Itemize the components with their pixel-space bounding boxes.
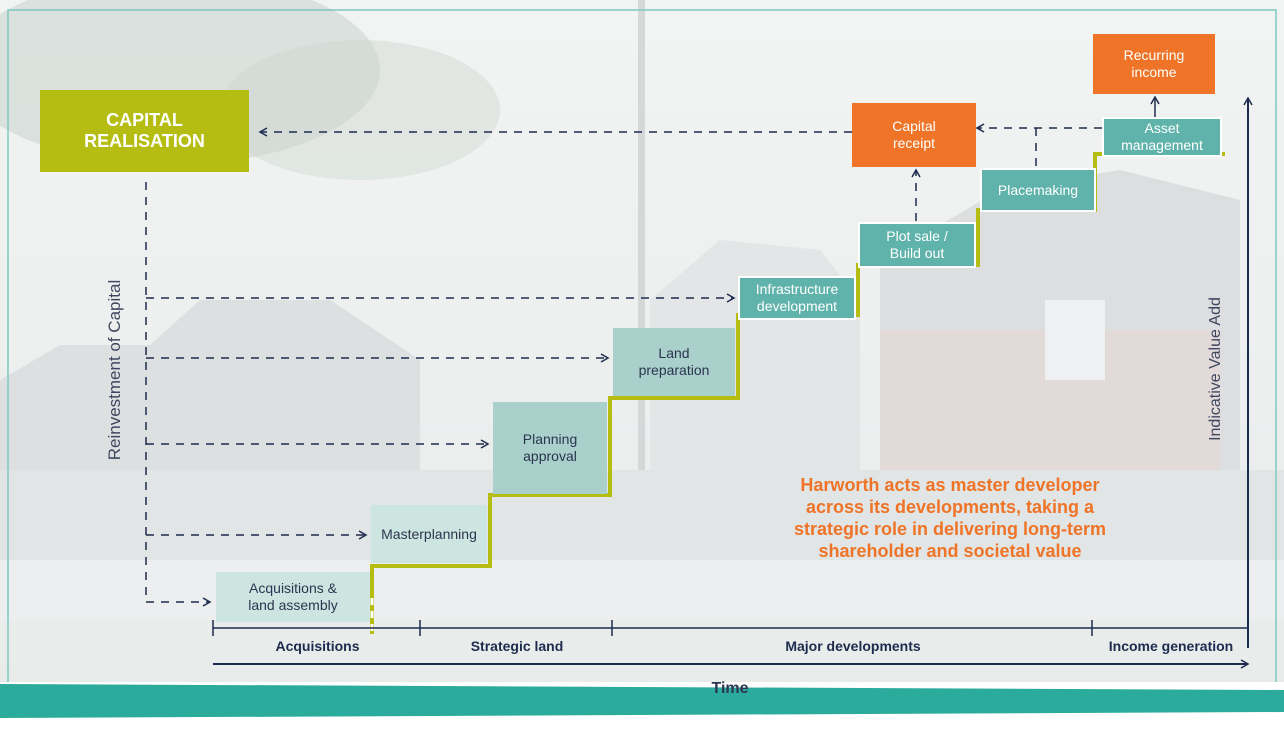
step-land-preparation: Land preparation	[613, 328, 735, 396]
x-axis-label: Time	[711, 680, 749, 697]
y-axis-label: Indicative Value Add	[1207, 297, 1224, 441]
phase-major-developments: Major developments	[785, 638, 921, 654]
step-asset-management: Asset management	[1102, 117, 1222, 157]
capital-receipt-box: Capital receipt	[852, 103, 976, 167]
step-placemaking: Placemaking	[980, 168, 1096, 212]
callout-text: Harworth acts as master developer across…	[793, 475, 1107, 562]
step-acquisitions: Acquisitions & land assembly	[216, 572, 370, 622]
step-infrastructure: Infrastructure development	[738, 276, 856, 320]
step-planning-approval: Planning approval	[493, 402, 607, 494]
recurring-income-box: Recurring income	[1093, 34, 1215, 94]
reinvestment-label: Reinvestment of Capital	[105, 279, 124, 461]
phase-acquisitions: Acquisitions	[275, 638, 360, 654]
capital-realisation-box: CAPITAL REALISATION	[40, 90, 249, 172]
phase-income-generation: Income generation	[1108, 638, 1234, 654]
background-photo	[0, 0, 1284, 700]
phase-strategic-land: Strategic land	[470, 638, 564, 654]
step-masterplanning: Masterplanning	[371, 505, 487, 563]
step-plot-sale: Plot sale / Build out	[858, 222, 976, 268]
bottom-band	[0, 684, 1284, 718]
phase-ticks	[212, 620, 1093, 636]
